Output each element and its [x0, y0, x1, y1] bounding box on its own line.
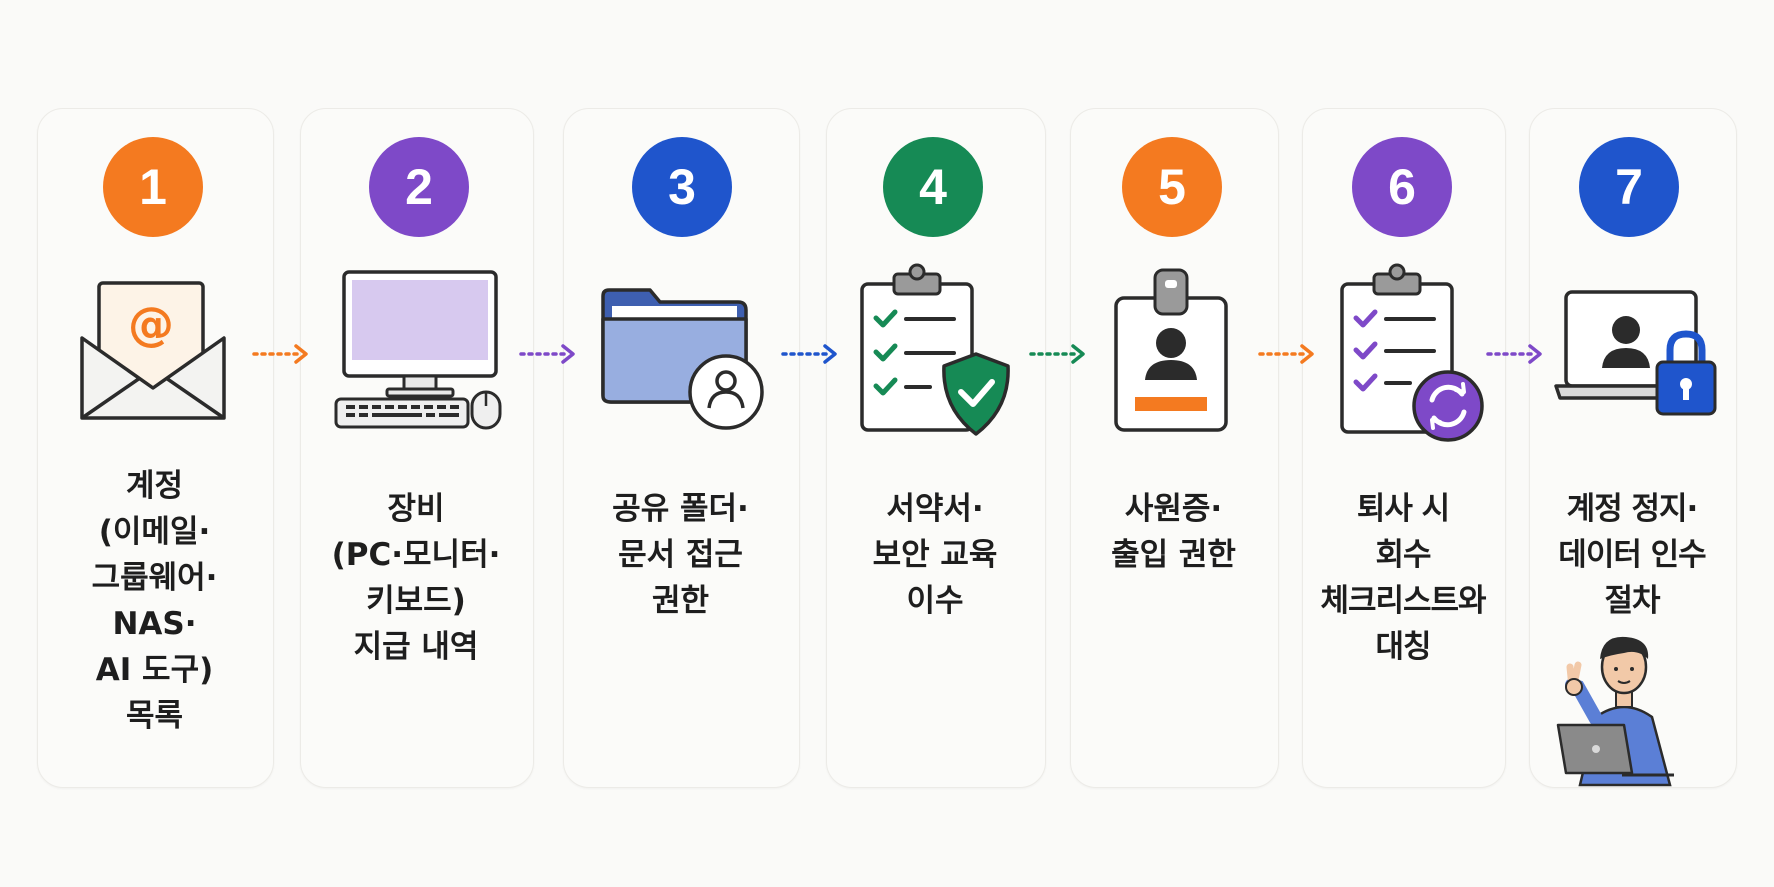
person-with-laptop-icon: [1556, 636, 1674, 787]
step-label-line: 계정: [125, 468, 184, 504]
flow-arrow-5-6: [1258, 344, 1314, 364]
step-label-line: (PC·모니터·: [331, 537, 501, 573]
flow-arrow-6-7: [1486, 344, 1542, 364]
email-at-icon: @: [80, 281, 226, 420]
laptop-lock-icon: [1554, 290, 1717, 416]
step-label-line: 회수: [1375, 537, 1431, 573]
step-label-line: 체크리스트와: [1320, 583, 1486, 619]
step-label: 서약서· 보안 교육 이수: [826, 486, 1044, 624]
step-number-badge: 3: [632, 137, 732, 237]
step-number-badge: 5: [1122, 137, 1222, 237]
step-label-line: AI 도구): [95, 652, 214, 688]
step-number-badge: 6: [1352, 137, 1452, 237]
step-label-line: 퇴사 시: [1356, 491, 1450, 527]
step-label: 사원증· 출입 권한: [1070, 486, 1277, 578]
step-label-line: 공유 폴더·: [612, 491, 749, 527]
flow-arrow-1-2: [252, 344, 308, 364]
step-number-badge: 7: [1579, 137, 1679, 237]
clipboard-shield-icon: [860, 263, 1010, 436]
step-label: 장비 (PC·모니터· 키보드) 지급 내역: [300, 486, 532, 670]
clipboard-refresh-icon: [1340, 263, 1484, 442]
id-badge-icon: [1114, 268, 1228, 432]
step-label: 계정 정지· 데이터 인수 절차: [1529, 486, 1735, 624]
svg-text:@: @: [128, 297, 174, 351]
flow-arrow-3-4: [781, 344, 837, 364]
step-label-line: 사원증·: [1124, 491, 1223, 527]
step-label-line: 절차: [1604, 583, 1660, 619]
step-label-line: 데이터 인수: [1558, 537, 1706, 573]
step-label-line: 키보드): [366, 583, 466, 619]
step-label-line: 목록: [125, 698, 184, 734]
step-label: 계정 (이메일· 그룹웨어· NAS· AI 도구) 목록: [37, 463, 272, 739]
step-label-line: 서약서·: [886, 491, 984, 527]
step-number-badge: 1: [103, 137, 203, 237]
desktop-computer-icon: [334, 270, 502, 430]
step-label: 공유 폴더· 문서 접근 권한: [563, 486, 798, 624]
step-label-line: 지급 내역: [353, 629, 479, 665]
step-label: 퇴사 시 회수 체크리스트와 대칭: [1302, 486, 1504, 670]
shared-folder-icon: [601, 288, 764, 430]
step-label-line: 권한: [651, 583, 710, 619]
step-label-line: 출입 권한: [1111, 537, 1236, 573]
step-label-line: 장비: [387, 491, 445, 527]
step-label-line: 문서 접근: [618, 537, 743, 573]
step-label-line: 보안 교육: [872, 537, 998, 573]
flow-arrow-4-5: [1029, 344, 1085, 364]
step-label-line: 그룹웨어·: [91, 560, 218, 596]
step-label-line: (이메일·: [98, 514, 211, 550]
step-label-line: NAS·: [112, 606, 197, 642]
step-label-line: 이수: [906, 583, 964, 619]
flow-arrow-2-3: [519, 344, 575, 364]
step-number-badge: 2: [369, 137, 469, 237]
step-label-line: 대칭: [1375, 629, 1431, 665]
step-label-line: 계정 정지·: [1566, 491, 1699, 527]
step-number-badge: 4: [883, 137, 983, 237]
